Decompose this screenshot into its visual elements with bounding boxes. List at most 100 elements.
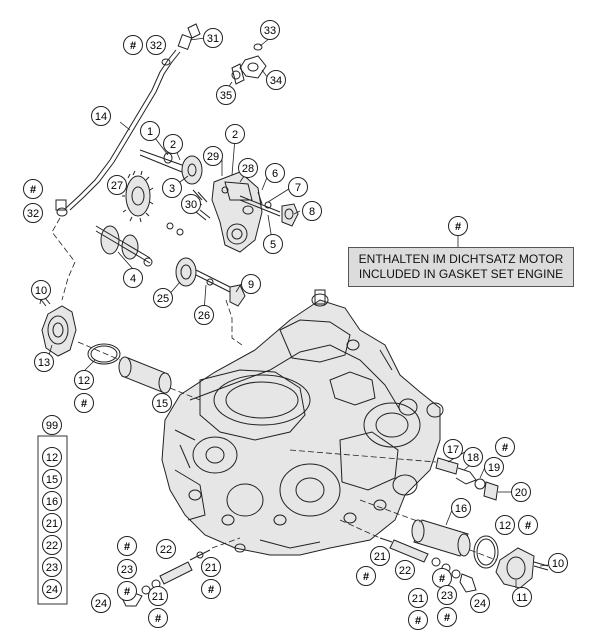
banjo-fitting-34 bbox=[231, 43, 267, 85]
callout-12-right: 12 bbox=[495, 515, 515, 535]
svg-text:1: 1 bbox=[147, 126, 153, 138]
svg-text:34: 34 bbox=[270, 75, 282, 87]
callout-27: 27 bbox=[107, 175, 127, 195]
callout-32-top: 32 bbox=[146, 35, 166, 55]
svg-text:12: 12 bbox=[499, 520, 511, 532]
callout-2-right: 2 bbox=[225, 124, 245, 144]
svg-text:24: 24 bbox=[474, 598, 486, 610]
callout-21-right: 21 bbox=[370, 546, 390, 566]
callout-3: 3 bbox=[162, 178, 182, 198]
svg-text:#: # bbox=[363, 571, 369, 583]
kit-item-22: 22 bbox=[42, 535, 62, 555]
svg-text:9: 9 bbox=[248, 279, 254, 291]
callout-32-left: 32 bbox=[23, 203, 43, 223]
callout-15: 15 bbox=[152, 393, 172, 413]
svg-text:22: 22 bbox=[399, 565, 411, 577]
callout-25: 25 bbox=[153, 288, 173, 308]
callout-35: 35 bbox=[216, 85, 236, 105]
svg-text:35: 35 bbox=[220, 90, 232, 102]
svg-text:11: 11 bbox=[516, 592, 527, 604]
callout-21-left: 21 bbox=[201, 557, 221, 577]
gear-4 bbox=[95, 222, 184, 267]
callout-10-right: 10 bbox=[548, 553, 568, 573]
svg-text:#: # bbox=[208, 584, 214, 596]
callout-hash-top: # bbox=[123, 35, 143, 55]
svg-text:24: 24 bbox=[95, 598, 107, 610]
kit-item-24: 24 bbox=[42, 579, 62, 599]
svg-text:24: 24 bbox=[46, 584, 58, 596]
callout-1: 1 bbox=[140, 121, 160, 141]
callout-12-left: 12 bbox=[74, 370, 94, 390]
svg-text:30: 30 bbox=[185, 199, 197, 211]
callout-18: 18 bbox=[463, 447, 483, 467]
callout-21-right-2: 21 bbox=[408, 588, 428, 608]
callout-28: 28 bbox=[238, 158, 258, 178]
callout-5: 5 bbox=[263, 234, 283, 254]
svg-text:17: 17 bbox=[447, 444, 459, 456]
svg-text:12: 12 bbox=[46, 452, 58, 464]
engine-crankcase bbox=[161, 289, 444, 556]
svg-text:#: # bbox=[502, 442, 508, 454]
callout-hash-21-left-2: # bbox=[148, 608, 168, 628]
svg-text:23: 23 bbox=[121, 564, 133, 576]
callout-8: 8 bbox=[302, 201, 322, 221]
svg-text:#: # bbox=[439, 573, 445, 585]
oil-pump-28 bbox=[211, 171, 263, 253]
kit-item-15: 15 bbox=[42, 469, 62, 489]
callout-23-left: 23 bbox=[117, 559, 137, 579]
callout-hash-mid: # bbox=[432, 568, 452, 588]
svg-text:#: # bbox=[444, 612, 450, 624]
callout-34: 34 bbox=[266, 70, 286, 90]
svg-text:#: # bbox=[124, 586, 130, 598]
right-parts-17-20 bbox=[435, 457, 499, 501]
shaft-5-8 bbox=[239, 191, 299, 227]
svg-text:22: 22 bbox=[160, 544, 172, 556]
o-ring-12 bbox=[87, 343, 121, 365]
callout-hash-23-left: # bbox=[117, 581, 137, 601]
svg-text:21: 21 bbox=[152, 591, 164, 603]
svg-text:#: # bbox=[155, 613, 161, 625]
svg-text:2: 2 bbox=[232, 129, 238, 141]
svg-text:28: 28 bbox=[242, 163, 254, 175]
filter-15 bbox=[118, 356, 172, 394]
svg-text:#: # bbox=[455, 221, 461, 233]
svg-text:23: 23 bbox=[441, 590, 453, 602]
callout-6: 6 bbox=[265, 163, 285, 183]
callout-hash-21-right-2: # bbox=[408, 610, 428, 630]
callout-20: 20 bbox=[511, 482, 531, 502]
svg-text:7: 7 bbox=[295, 182, 301, 194]
svg-text:4: 4 bbox=[130, 273, 136, 285]
cover-13 bbox=[37, 293, 77, 357]
svg-text:#: # bbox=[81, 398, 87, 410]
note-line-english: INCLUDED IN GASKET SET ENGINE bbox=[358, 267, 564, 281]
svg-text:31: 31 bbox=[207, 33, 219, 45]
svg-text:18: 18 bbox=[467, 452, 479, 464]
callout-14: 14 bbox=[91, 106, 111, 126]
svg-text:23: 23 bbox=[46, 562, 58, 574]
callout-9: 9 bbox=[241, 274, 261, 294]
svg-text:16: 16 bbox=[455, 503, 467, 515]
note-line-german: ENTHALTEN IM DICHTSATZ MOTOR bbox=[358, 252, 564, 266]
kit-item-12: 12 bbox=[42, 447, 62, 467]
callout-22-right: 22 bbox=[395, 560, 415, 580]
filter-16 bbox=[411, 519, 471, 557]
svg-text:15: 15 bbox=[46, 474, 58, 486]
callout-22-left: 22 bbox=[156, 539, 176, 559]
svg-text:2: 2 bbox=[170, 139, 176, 151]
svg-text:15: 15 bbox=[156, 398, 168, 410]
svg-text:33: 33 bbox=[264, 25, 276, 37]
callout-16: 16 bbox=[451, 498, 471, 518]
callout-24-left: 24 bbox=[91, 593, 111, 613]
callout-17: 17 bbox=[443, 439, 463, 459]
gasket-set-note: ENTHALTEN IM DICHTSATZ MOTOR INCLUDED IN… bbox=[348, 247, 574, 287]
callout-2-left: 2 bbox=[163, 134, 183, 154]
callout-13: 13 bbox=[34, 352, 54, 372]
callout-19: 19 bbox=[484, 457, 504, 477]
callout-hash-22-left: # bbox=[117, 536, 137, 556]
callout-33: 33 bbox=[260, 20, 280, 40]
svg-text:#: # bbox=[525, 520, 531, 532]
callout-hash-right: # bbox=[495, 437, 515, 457]
kit-group-box bbox=[37, 435, 68, 605]
